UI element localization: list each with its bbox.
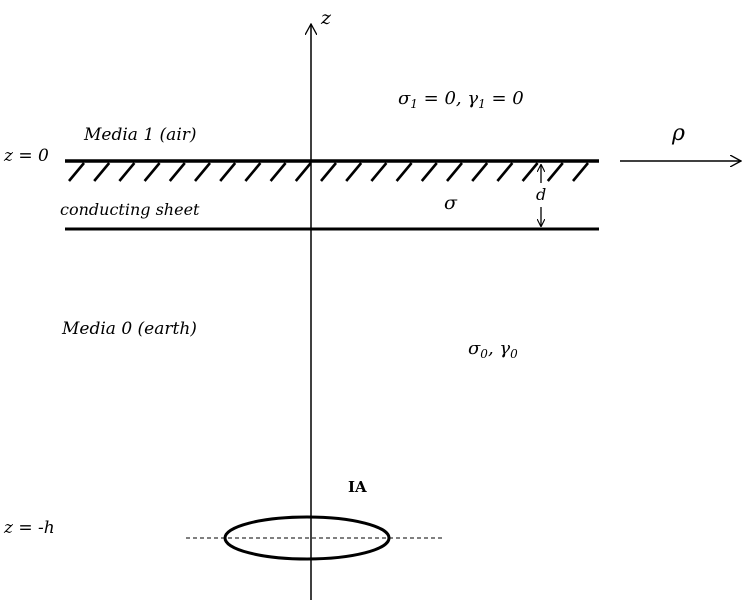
surface-hatching <box>68 162 589 182</box>
sheet-label: conducting sheet <box>60 200 200 219</box>
hatch-mark <box>546 162 564 182</box>
hatch-mark <box>294 162 312 182</box>
hatch-mark <box>219 162 237 182</box>
hatch-mark <box>93 162 111 182</box>
hatch-mark <box>521 162 539 182</box>
media1-gamma-symbol: γ <box>467 88 478 109</box>
media1-sigma-subscript: 1 <box>410 97 418 111</box>
hatch-mark <box>420 162 438 182</box>
loop-current-label: IA <box>348 478 367 496</box>
z-zero-label: z = 0 <box>3 146 49 166</box>
hatch-mark <box>269 162 287 182</box>
media1-gamma-subscript: 1 <box>478 97 486 111</box>
media1-label: Media 1 (air) <box>83 125 197 145</box>
hatch-mark <box>446 162 463 182</box>
hatch-mark <box>471 162 489 182</box>
hatch-mark <box>244 162 262 182</box>
hatch-mark <box>320 162 337 182</box>
media0-sigma-subscript: 0 <box>480 347 488 361</box>
sheet-sigma-label: σ <box>444 192 458 214</box>
current-loop <box>223 515 391 561</box>
media0-sigma-symbol: σ <box>468 338 481 359</box>
z-depth-label: z = -h <box>3 518 55 538</box>
media0-label: Media 0 (earth) <box>61 319 197 339</box>
hatch-mark <box>572 162 589 182</box>
media0-gamma-symbol: γ <box>499 338 510 359</box>
thickness-label: d <box>536 185 546 204</box>
hatch-mark <box>395 162 413 182</box>
hatch-mark <box>118 162 136 182</box>
hatch-mark <box>143 162 161 182</box>
media1-params: σ1 = 0, γ1 = 0 <box>398 88 524 111</box>
media1-sigma-symbol: σ <box>398 88 411 109</box>
rho-axis-label: ρ <box>671 121 685 146</box>
media1-gamma-value: = 0 <box>486 88 524 109</box>
hatch-mark <box>496 162 514 182</box>
media1-sigma-value: = 0, <box>418 88 467 109</box>
hatch-mark <box>168 162 186 182</box>
media0-gamma-subscript: 0 <box>510 347 518 361</box>
hatch-mark <box>68 162 85 182</box>
hatch-mark <box>345 162 363 182</box>
hatch-mark <box>370 162 388 182</box>
hatch-mark <box>194 162 211 182</box>
media0-params: σ0, γ0 <box>468 338 518 361</box>
media0-separator: , <box>488 338 499 359</box>
z-axis-label: z <box>320 7 332 29</box>
